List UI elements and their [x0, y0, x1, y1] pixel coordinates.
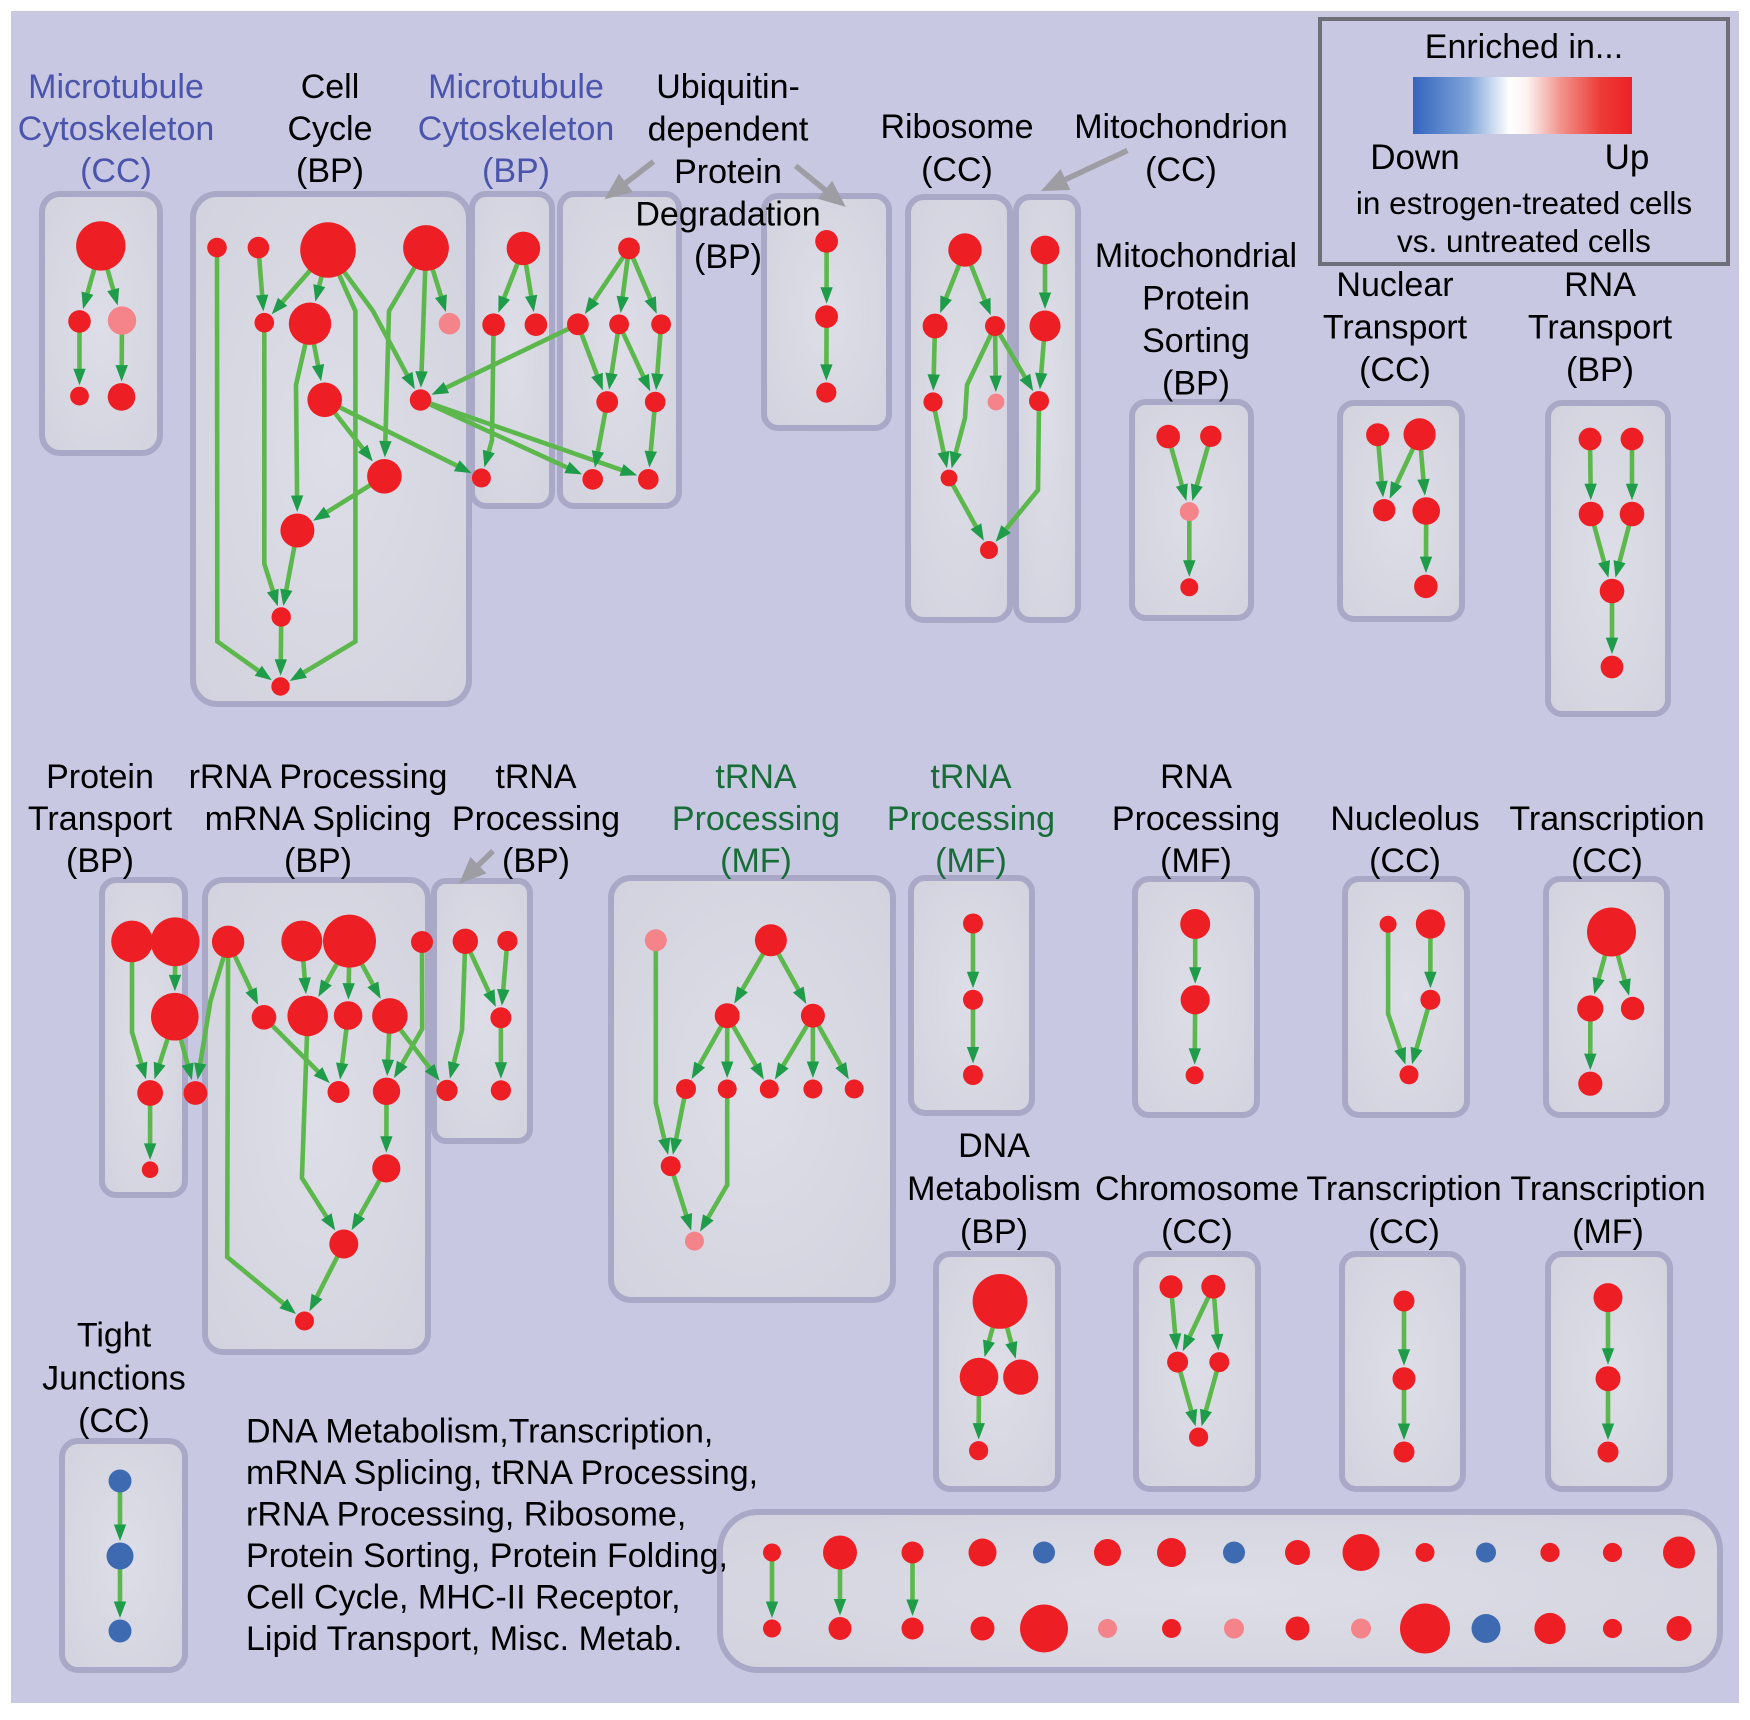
svg-text:Junctions: Junctions [42, 1360, 186, 1398]
svg-text:Mitochondrial: Mitochondrial [1095, 237, 1297, 275]
svg-text:(CC): (CC) [1145, 151, 1217, 189]
svg-text:DNA Metabolism,Transcription,: DNA Metabolism,Transcription, [246, 1413, 713, 1451]
svg-text:(BP): (BP) [694, 238, 762, 276]
svg-text:(MF): (MF) [1572, 1213, 1644, 1251]
svg-text:dependent: dependent [648, 111, 809, 149]
svg-text:(BP): (BP) [284, 842, 352, 880]
svg-text:rRNA Processing: rRNA Processing [189, 758, 448, 796]
svg-text:Nucleolus: Nucleolus [1330, 800, 1479, 838]
svg-text:Cell Cycle, MHC-II Receptor,: Cell Cycle, MHC-II Receptor, [246, 1579, 681, 1617]
svg-text:Cycle: Cycle [287, 110, 372, 148]
svg-text:Processing: Processing [672, 800, 840, 838]
svg-text:(BP): (BP) [1162, 365, 1230, 403]
svg-text:mRNA Splicing, tRNA Processing: mRNA Splicing, tRNA Processing, [246, 1454, 758, 1492]
svg-text:DNA: DNA [958, 1127, 1030, 1165]
svg-text:(BP): (BP) [1566, 351, 1634, 389]
svg-text:(CC): (CC) [1571, 842, 1643, 880]
svg-text:(CC): (CC) [1359, 351, 1431, 389]
svg-text:(BP): (BP) [66, 842, 134, 880]
svg-text:in estrogen-treated cells: in estrogen-treated cells [1356, 185, 1692, 221]
svg-text:(BP): (BP) [482, 152, 550, 190]
svg-text:(CC): (CC) [921, 151, 993, 189]
svg-text:(MF): (MF) [1160, 842, 1232, 880]
svg-text:Mitochondrion: Mitochondrion [1074, 108, 1288, 146]
svg-text:Ubiquitin-: Ubiquitin- [656, 68, 800, 106]
svg-text:tRNA: tRNA [495, 758, 577, 796]
svg-text:Microtubule: Microtubule [428, 68, 604, 106]
svg-text:(BP): (BP) [296, 152, 364, 190]
svg-text:(CC): (CC) [80, 152, 152, 190]
svg-text:Lipid Transport, Misc. Metab.: Lipid Transport, Misc. Metab. [246, 1620, 683, 1658]
svg-text:Enriched in...: Enriched in... [1425, 28, 1623, 66]
svg-text:Microtubule: Microtubule [28, 68, 204, 106]
svg-text:(CC): (CC) [1368, 1213, 1440, 1251]
svg-text:Processing: Processing [452, 800, 620, 838]
svg-text:Transport: Transport [1528, 309, 1673, 347]
svg-text:Down: Down [1370, 138, 1459, 177]
svg-text:Protein: Protein [674, 153, 782, 191]
svg-text:Transcription: Transcription [1510, 1170, 1705, 1208]
svg-text:Sorting: Sorting [1142, 322, 1250, 360]
svg-text:Transport: Transport [1323, 309, 1468, 347]
svg-text:Processing: Processing [887, 800, 1055, 838]
svg-text:Metabolism: Metabolism [907, 1170, 1081, 1208]
svg-text:RNA: RNA [1564, 266, 1636, 304]
svg-text:(CC): (CC) [1161, 1213, 1233, 1251]
svg-text:(CC): (CC) [1369, 842, 1441, 880]
svg-text:Cytoskeleton: Cytoskeleton [418, 110, 615, 148]
svg-text:Degradation: Degradation [635, 196, 820, 234]
svg-text:(MF): (MF) [935, 842, 1007, 880]
svg-text:Up: Up [1605, 138, 1650, 177]
svg-text:Ribosome: Ribosome [880, 108, 1033, 146]
svg-text:Cytoskeleton: Cytoskeleton [18, 110, 215, 148]
svg-text:RNA: RNA [1160, 758, 1232, 796]
svg-text:Processing: Processing [1112, 800, 1280, 838]
svg-text:Cell: Cell [301, 68, 360, 106]
svg-text:tRNA: tRNA [930, 758, 1012, 796]
svg-text:(BP): (BP) [960, 1213, 1028, 1251]
svg-text:tRNA: tRNA [715, 758, 797, 796]
svg-text:(MF): (MF) [720, 842, 792, 880]
svg-text:Protein: Protein [1142, 280, 1250, 318]
svg-text:Chromosome: Chromosome [1095, 1170, 1299, 1208]
svg-text:Transport: Transport [28, 800, 173, 838]
svg-text:(BP): (BP) [502, 842, 570, 880]
svg-text:vs. untreated cells: vs. untreated cells [1397, 223, 1651, 259]
svg-text:mRNA Splicing: mRNA Splicing [205, 800, 432, 838]
svg-text:Nuclear: Nuclear [1336, 266, 1453, 304]
svg-text:Transcription: Transcription [1306, 1170, 1501, 1208]
svg-text:(CC): (CC) [78, 1402, 150, 1440]
svg-text:rRNA Processing, Ribosome,: rRNA Processing, Ribosome, [246, 1496, 686, 1534]
svg-text:Protein: Protein [46, 758, 154, 796]
svg-text:Protein Sorting, Protein Foldi: Protein Sorting, Protein Folding, [246, 1537, 728, 1575]
svg-text:Tight: Tight [77, 1317, 152, 1355]
svg-text:Transcription: Transcription [1509, 800, 1704, 838]
